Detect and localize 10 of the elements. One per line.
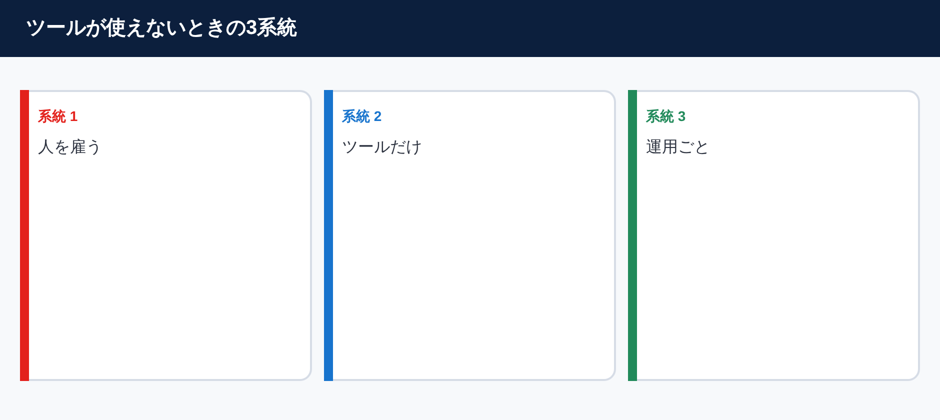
card-heading: 系統 3 <box>646 107 686 126</box>
card-text: 運用ごと <box>646 138 710 158</box>
diagram-title: ツールが使えないときの3系統 <box>26 16 298 41</box>
category-card <box>20 90 312 381</box>
card-text: 人を雇う <box>38 138 102 158</box>
card-text: ツールだけ <box>342 138 422 158</box>
category-card <box>628 90 920 381</box>
category-card <box>324 90 616 381</box>
card-heading: 系統 1 <box>38 107 78 126</box>
card-heading: 系統 2 <box>342 107 382 126</box>
